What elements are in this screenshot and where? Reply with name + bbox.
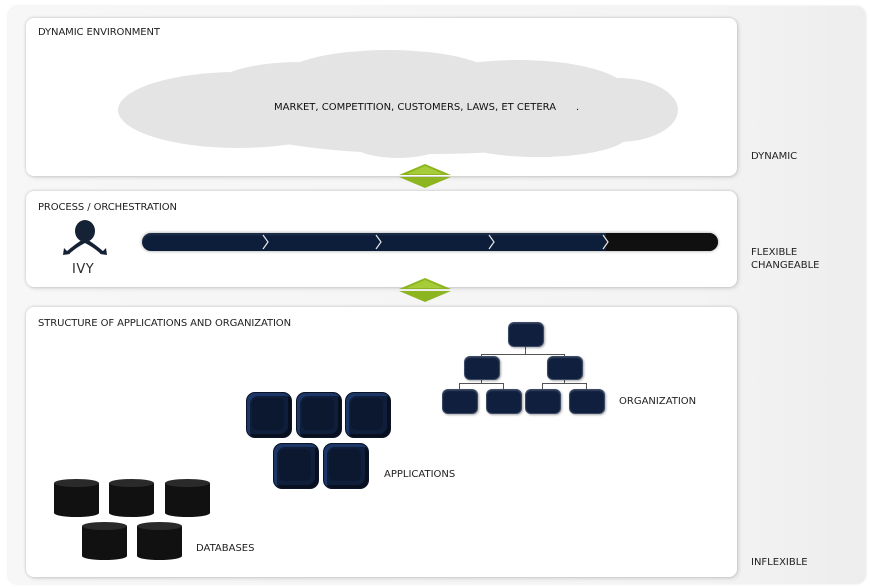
org-line [525,345,526,355]
org-node-level3 [486,389,522,414]
structure-title: STRUCTURE OF APPLICATIONS AND ORGANIZATI… [38,318,291,329]
org-line [586,383,587,389]
ivy-logo-icon [63,220,107,255]
process-chevron-2 [375,234,382,250]
org-line [564,378,565,383]
org-node-level3 [442,389,478,414]
application-icon [345,392,391,438]
org-node-level3 [525,389,561,414]
application-icon [273,443,319,489]
databases-label: DATABASES [196,543,255,554]
application-icon [246,392,292,438]
side-label-changeable: CHANGEABLE [751,260,820,271]
org-line [481,354,564,355]
side-label-dynamic: DYNAMIC [751,151,798,162]
side-label-flexible: FLEXIBLE [751,247,798,258]
process-bar [142,233,718,251]
process-chevron-3 [488,234,495,250]
application-icon [296,392,342,438]
process-end-segment [606,233,718,251]
process-chevron-1 [262,234,269,250]
structure-panel: STRUCTURE OF APPLICATIONS AND ORGANIZATI… [26,307,737,577]
double-arrow-icon [399,278,451,302]
applications-label: APPLICATIONS [384,469,456,480]
environment-cloud-dot: . [576,102,580,113]
application-icon [323,443,369,489]
double-arrow-icon [399,164,451,188]
org-node-level3 [569,389,605,414]
database-icon [82,522,127,560]
process-chevron-4 [602,234,609,250]
side-label-inflexible: INFLEXIBLE [751,557,808,568]
org-line [459,383,504,384]
org-line [503,383,504,389]
environment-title: DYNAMIC ENVIRONMENT [38,27,160,38]
org-line [459,383,460,389]
org-node-level2 [464,356,500,380]
database-icon [137,522,182,560]
environment-cloud-text: MARKET, COMPETITION, CUSTOMERS, LAWS, ET… [274,102,557,113]
organization-label: ORGANIZATION [619,396,697,407]
org-line [542,383,587,384]
process-title: PROCESS / ORCHESTRATION [38,202,177,213]
org-line [481,378,482,383]
environment-panel: DYNAMIC ENVIRONMENT MARKET, COMPETITION,… [26,18,737,176]
ivy-logo-text: IVY [72,262,95,277]
org-node-level2 [547,356,583,380]
org-node-root [508,322,544,347]
database-icon [165,479,210,517]
org-line [542,383,543,389]
cloud-icon [118,50,678,158]
database-icon [54,479,99,517]
database-icon [109,479,154,517]
